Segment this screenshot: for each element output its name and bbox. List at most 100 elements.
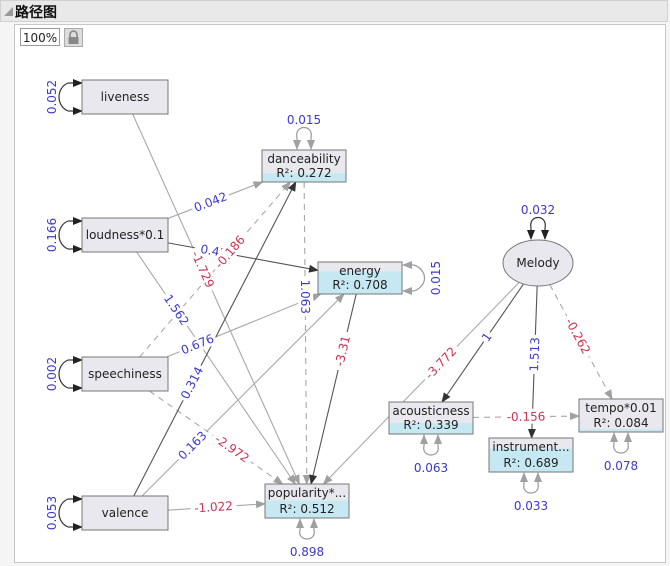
r2-fill-bar [265, 500, 349, 518]
node-valence[interactable]: valence [81, 495, 169, 531]
node-label: popularity*... [268, 486, 346, 500]
outline-title: 路径图 [15, 5, 57, 21]
node-popularity[interactable]: popularity*... R²: 0.512 [264, 483, 350, 519]
variance-loop [58, 220, 69, 250]
node-speechiness[interactable]: speechiness [81, 356, 169, 392]
edge-coefficient-label: -3.772 [422, 344, 459, 382]
path-edge-valence-energy[interactable] [141, 293, 345, 497]
label-background [186, 245, 220, 294]
label-background [209, 428, 256, 468]
edge-coefficient-group: 0.676 [176, 329, 219, 359]
node-label: energy [339, 264, 381, 278]
edge-coefficient-label: -2.972 [212, 432, 252, 466]
edge-coefficient-group: 1.063 [297, 277, 314, 317]
edge-coefficient-group: -3.31 [330, 330, 354, 372]
node-label: speechiness [88, 367, 162, 381]
variance-loop [58, 359, 69, 389]
label-background [159, 289, 194, 331]
node-label: Melody [516, 256, 559, 270]
variance-label: 0.053 [45, 496, 59, 530]
variance-label: 0.078 [604, 459, 638, 473]
path-edge-speechiness-danceability[interactable] [139, 181, 291, 358]
edge-coefficient-group: -3.772 [419, 340, 462, 385]
r2-label: R²: 0.084 [593, 416, 648, 430]
node-label: valence [102, 506, 149, 520]
edge-coefficient-group: 0.042 [189, 187, 232, 216]
variance-label: 0.015 [287, 113, 321, 127]
node-label: acousticness [392, 404, 469, 418]
label-background [189, 187, 232, 216]
edge-coefficient-label: 0.314 [178, 364, 206, 401]
variance-label: 0.898 [290, 545, 324, 559]
variance-label: 0.032 [521, 203, 555, 217]
node-box [81, 495, 169, 531]
label-background [330, 330, 354, 372]
node-border [388, 401, 474, 435]
lock-icon [68, 30, 79, 44]
edge-coefficient-group: 0.314 [176, 361, 208, 404]
r2-fill-bar [489, 448, 573, 472]
edge-coefficient-group: 0.163 [173, 426, 212, 465]
label-background [525, 334, 543, 375]
r2-label: R²: 0.512 [279, 502, 334, 516]
path-edge-loudness-energy[interactable] [167, 242, 319, 273]
node-label: loudness*0.1 [86, 228, 164, 242]
variance-loop [523, 483, 539, 494]
edge-coefficient-group: -0.262 [560, 312, 596, 360]
r2-fill-bar [579, 429, 663, 432]
node-label: instrument... [492, 440, 569, 454]
node-border [317, 261, 403, 295]
r2-label: R²: 0.708 [332, 278, 387, 292]
variance-loop [530, 216, 546, 229]
zoom-level-field[interactable]: 100% [20, 28, 60, 46]
collapse-triangle-icon[interactable] [4, 7, 13, 16]
label-background [502, 408, 550, 425]
edge-coefficient-label: 1.063 [298, 280, 312, 314]
edge-coefficient-group: 1.513 [525, 334, 543, 375]
edge-coefficient-group: -0.156 [502, 408, 550, 425]
node-loudness[interactable]: loudness*0.1 [81, 217, 169, 253]
label-background [419, 340, 462, 385]
node-label: danceability [267, 152, 340, 166]
label-background [297, 277, 314, 317]
node-melody[interactable]: Melody [502, 239, 574, 287]
r2-fill-bar [389, 423, 473, 434]
node-box [81, 79, 169, 115]
edge-coefficient-label: 0.163 [175, 428, 209, 462]
variance-label: 0.033 [514, 499, 548, 513]
edge-coefficient-label: 1.513 [527, 337, 542, 372]
label-background [477, 327, 496, 346]
path-edge-loudness-popularity[interactable] [136, 251, 296, 485]
label-background [560, 312, 596, 360]
variance-loop [423, 445, 439, 456]
r2-label: R²: 0.272 [276, 166, 331, 180]
path-edge-melody-acousticness[interactable] [441, 283, 524, 403]
node-instrumentalness[interactable]: instrument...R²: 0.689 [488, 437, 574, 473]
path-edge-energy-popularity[interactable] [309, 293, 357, 485]
lock-button[interactable] [64, 28, 83, 47]
variance-label: 0.002 [45, 357, 59, 391]
r2-label: R²: 0.339 [403, 418, 458, 432]
outline-header[interactable]: 路径图 [0, 0, 668, 22]
edge-coefficient-label: 0.676 [179, 331, 216, 357]
path-edge-liveness-popularity[interactable] [132, 113, 300, 485]
edge-coefficient-label: -0.262 [562, 316, 593, 357]
label-background [190, 497, 238, 516]
edge-coefficient-group: 1.562 [159, 289, 194, 331]
edge-coefficient-group: -2.972 [209, 428, 256, 468]
path-edge-melody-popularity[interactable] [322, 282, 520, 485]
variance-label: 0.166 [45, 218, 59, 252]
node-border [261, 149, 347, 183]
variance-label: 0.015 [429, 261, 443, 295]
node-liveness[interactable]: liveness [81, 79, 169, 115]
label-background [173, 426, 212, 465]
edge-coefficient-label: -0.156 [507, 409, 546, 424]
node-box [81, 356, 169, 392]
edge-coefficient-group: 1 [477, 327, 496, 346]
path-edge-acousticness-tempo[interactable] [472, 412, 580, 421]
